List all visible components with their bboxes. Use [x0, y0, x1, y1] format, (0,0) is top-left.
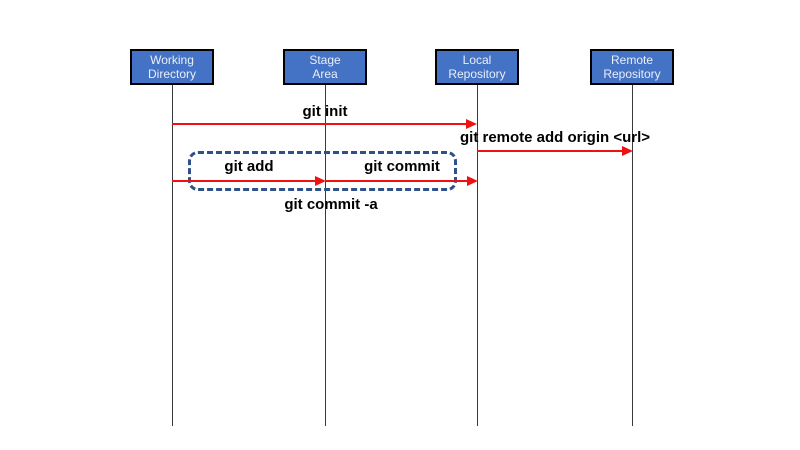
- message-label-git-commit: git commit: [364, 158, 440, 175]
- caption-git-commit-a: git commit -a: [284, 196, 378, 213]
- actor-label-remote-repository-line-0: Remote: [610, 52, 654, 67]
- arrowhead-git-init: [466, 119, 477, 129]
- message-label-git-init: git init: [302, 103, 348, 120]
- arrowhead-git-add: [315, 176, 326, 186]
- message-arrow-git-remote-add-origin: [477, 150, 623, 152]
- lifeline-stage-area: [324, 85, 326, 426]
- message-arrow-git-init: [172, 123, 467, 125]
- actor-label-remote-repository-line-1: Repository: [603, 67, 661, 81]
- dashed-group-box: [188, 151, 457, 191]
- message-arrow-git-commit: [325, 180, 468, 182]
- actor-label-local-repository-line-0: Local: [462, 52, 492, 67]
- lifeline-remote-repository: [631, 85, 633, 426]
- actor-label-stage-area-line-1: Area: [312, 67, 338, 81]
- actor-label-working-directory-line-1: Directory: [147, 67, 196, 81]
- arrowhead-git-commit: [467, 176, 478, 186]
- message-label-git-remote-add-origin: git remote add origin <url>: [459, 129, 651, 146]
- lifeline-working-directory: [171, 85, 173, 426]
- arrowhead-git-remote-add-origin: [622, 146, 633, 156]
- actor-label-stage-area-line-0: Stage: [309, 52, 341, 67]
- message-label-git-add: git add: [224, 158, 274, 175]
- lifeline-local-repository: [476, 85, 478, 426]
- actor-label-local-repository-line-1: Repository: [448, 67, 506, 81]
- actor-label-working-directory-line-0: Working: [150, 52, 194, 67]
- message-arrow-git-add: [172, 180, 316, 182]
